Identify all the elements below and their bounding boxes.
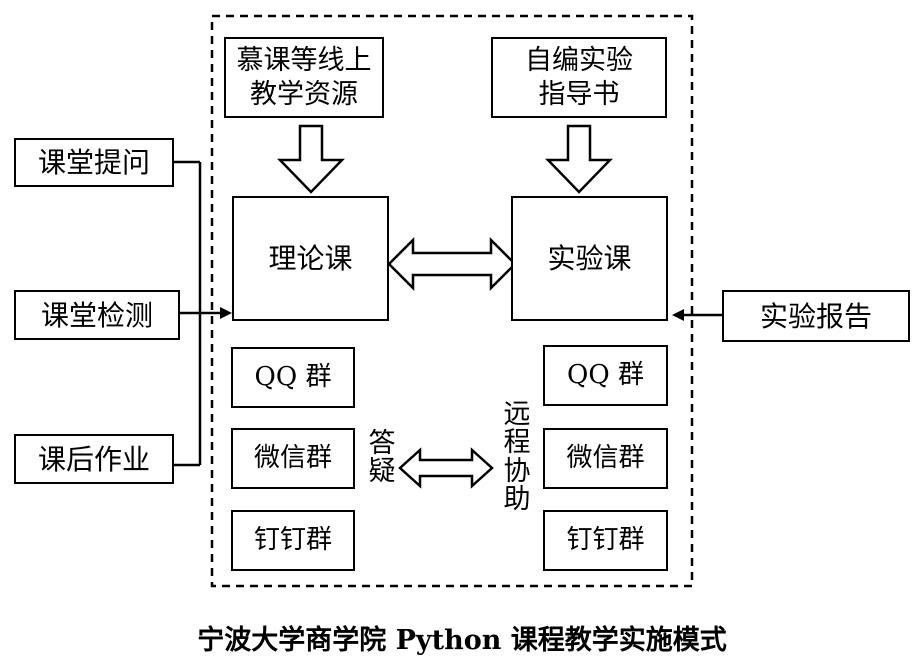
wechat-group-left-box: 微信群 (231, 428, 355, 489)
class-test-box: 课堂检测 (14, 290, 180, 340)
theory-course-box: 理论课 (232, 196, 389, 321)
wechat-group-right-label: 微信群 (566, 443, 645, 474)
qq-group-right-box: QQ 群 (543, 345, 668, 406)
qq-group-left-label: QQ 群 (254, 362, 332, 393)
qq-group-left-box: QQ 群 (231, 347, 355, 408)
double-arrow-courses (387, 236, 517, 292)
down-arrow-right (545, 124, 613, 194)
lab-manual-label: 自编实验 指导书 (525, 44, 633, 110)
wechat-group-right-box: 微信群 (543, 428, 668, 489)
homework-box: 课后作业 (14, 434, 174, 484)
down-arrow-left (277, 124, 345, 194)
qa-label: 答 疑 (368, 428, 396, 488)
dingtalk-group-left-label: 钉钉群 (253, 525, 332, 556)
figure-caption: 宁波大学商学院 Python 课程教学实施模式 (197, 625, 727, 656)
dashed-frame (210, 14, 694, 588)
class-test-label: 课堂检测 (40, 298, 153, 332)
lab-manual-box: 自编实验 指导书 (491, 37, 667, 118)
wechat-group-left-label: 微信群 (253, 443, 332, 474)
mooc-resource-label: 慕课等线上 教学资源 (236, 44, 372, 110)
lab-course-label: 实验课 (547, 242, 632, 275)
lab-report-box: 实验报告 (722, 290, 910, 342)
lab-report-label: 实验报告 (759, 299, 872, 333)
class-question-box: 课堂提问 (14, 138, 174, 187)
remote-assist-label: 远 程 协 助 (503, 399, 531, 516)
dingtalk-group-right-box: 钉钉群 (543, 510, 668, 571)
arrowhead-left-input (220, 307, 232, 319)
arrowhead-right-input (672, 309, 684, 321)
qq-group-right-label: QQ 群 (567, 360, 644, 391)
lab-course-box: 实验课 (511, 196, 668, 321)
double-arrow-groups (398, 447, 494, 489)
left-connectors (174, 160, 224, 467)
class-question-label: 课堂提问 (37, 146, 150, 179)
homework-label: 课后作业 (37, 442, 150, 476)
theory-course-label: 理论课 (268, 242, 353, 275)
mooc-resource-box: 慕课等线上 教学资源 (224, 37, 384, 118)
dingtalk-group-right-label: 钉钉群 (566, 525, 645, 556)
dingtalk-group-left-box: 钉钉群 (231, 510, 355, 571)
